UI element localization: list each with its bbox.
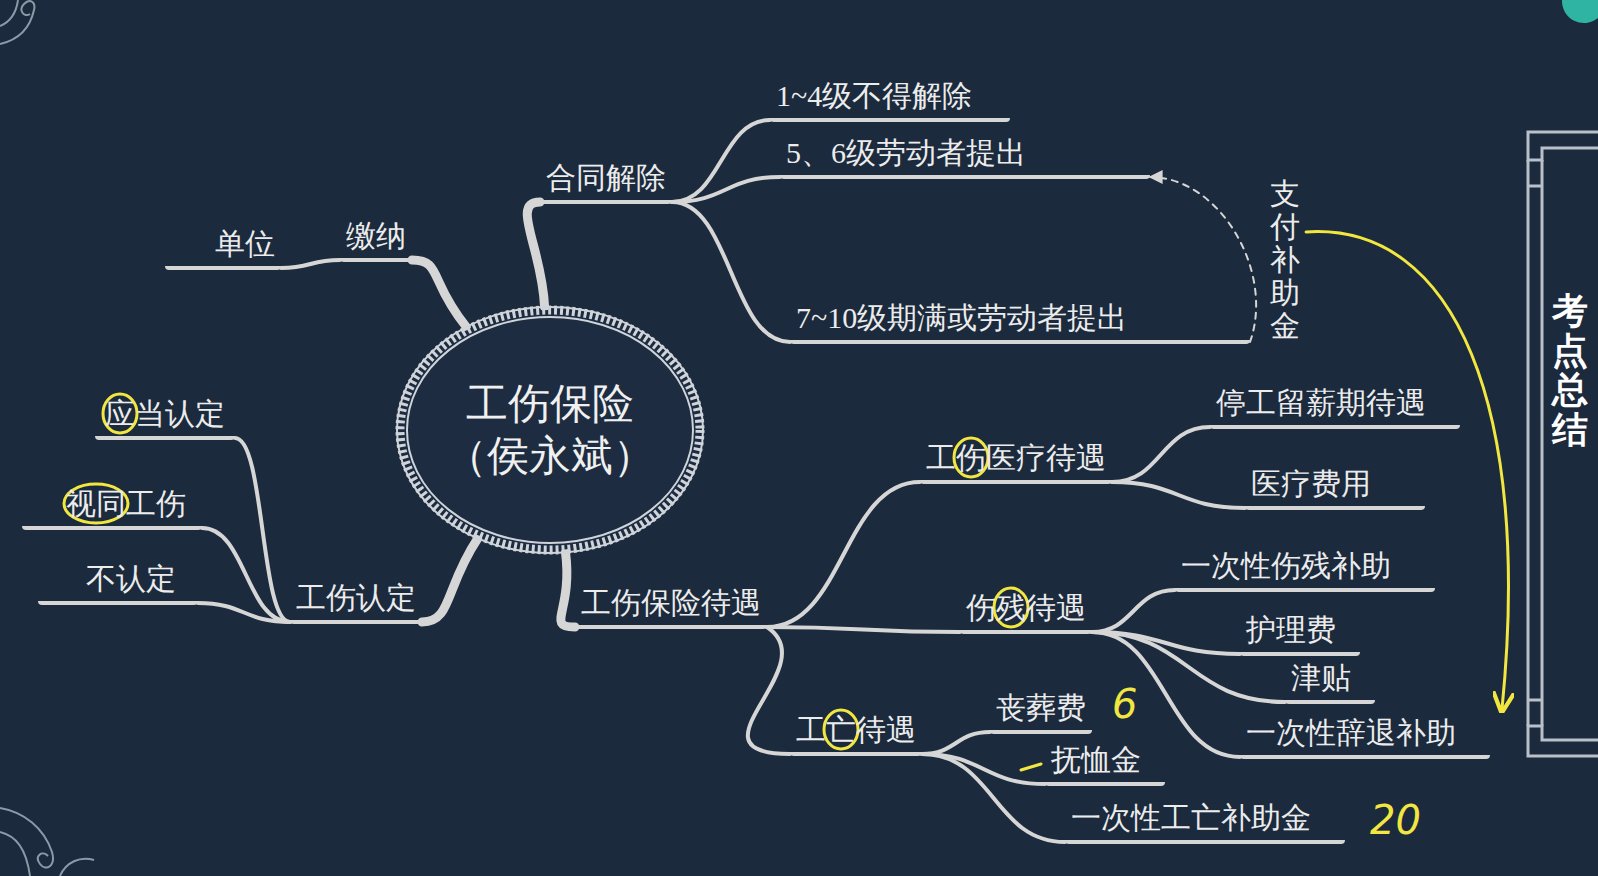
ornament-ring	[400, 310, 700, 550]
topic-text: 应当认定	[105, 396, 225, 432]
branch-line	[672, 202, 790, 342]
branch-line	[561, 552, 575, 627]
branch-topic: 工亡待遇	[790, 712, 922, 756]
branch-topic: 抚恤金	[1045, 742, 1165, 786]
topic-text: 一次性辞退补助	[1246, 715, 1456, 751]
branch-topic: 伤残待遇	[960, 590, 1092, 634]
dashed-arrow	[1150, 177, 1256, 342]
topic-text: 抚恤金	[1051, 742, 1141, 778]
edge-label: 支付补助金	[1270, 177, 1300, 342]
branch-line	[1112, 427, 1210, 482]
branch-topic: 1~4级不得解除	[770, 78, 1010, 122]
corner-ornament	[0, 0, 94, 876]
topic-text: 工伤认定	[296, 580, 416, 616]
topic-text: 伤残待遇	[966, 590, 1086, 626]
side-title: 考点总结	[1552, 292, 1588, 450]
branch-line	[527, 202, 544, 307]
branch-topic: 不认定	[38, 561, 198, 605]
branch-topic: 合同解除	[540, 160, 672, 204]
topic-text: 一次性工亡补助金	[1071, 800, 1311, 836]
branch-line	[198, 603, 290, 622]
branch-topic: 工伤保险待遇	[575, 585, 767, 629]
ornament-curl	[0, 0, 18, 26]
topic-text: 工伤保险	[466, 378, 634, 431]
ellipse-outline	[395, 305, 705, 555]
branch-topic: 医疗费用	[1245, 466, 1425, 510]
frame-bottom	[1528, 726, 1598, 756]
central-topic: 工伤保险（侯永斌）	[395, 305, 705, 555]
branch-line	[748, 627, 790, 754]
ornament-curl	[0, 832, 30, 876]
branch-line	[922, 732, 990, 754]
branch-line	[922, 754, 1065, 842]
corner-badge	[1562, 0, 1598, 23]
branch-line	[767, 627, 960, 632]
branch-line	[235, 438, 290, 622]
branch-topic: 停工留薪期待遇	[1210, 385, 1460, 429]
branch-line	[412, 260, 466, 327]
callout-number: 6	[1112, 684, 1137, 724]
topic-text: 合同解除	[546, 160, 666, 196]
side-frame	[1528, 132, 1598, 756]
branch-topic: 护理费	[1240, 612, 1360, 656]
topic-text: 不认定	[86, 561, 176, 597]
topic-text: 工伤医疗待遇	[926, 440, 1106, 476]
ornament-curl	[60, 859, 94, 876]
branch-topic: 7~10级期满或劳动者提出	[790, 300, 1250, 344]
branch-topic: 视同工伤	[22, 486, 202, 530]
branch-topic: 工伤医疗待遇	[920, 440, 1112, 484]
topic-text: 5、6级劳动者提出	[786, 135, 1026, 171]
branch-line	[422, 538, 478, 622]
frame-top	[1528, 132, 1598, 160]
topic-text: 1~4级不得解除	[776, 78, 972, 114]
branch-topic: 应当认定	[95, 396, 235, 440]
branch-topic: 一次性辞退补助	[1240, 715, 1490, 759]
yellow-dash	[1021, 764, 1041, 770]
topic-text: 一次性伤残补助	[1181, 548, 1391, 584]
branch-topic: 一次性工亡补助金	[1065, 800, 1345, 844]
outer-ring	[397, 307, 703, 553]
topic-text: （侯永斌）	[445, 430, 655, 483]
topic-text: 视同工伤	[66, 486, 186, 522]
branch-line	[672, 177, 780, 202]
topic-text: 缴纳	[346, 218, 406, 254]
topic-text: 7~10级期满或劳动者提出	[796, 300, 1127, 336]
topic-text: 单位	[215, 226, 275, 262]
branch-topic: 单位	[165, 226, 281, 270]
branch-line	[1092, 590, 1175, 632]
topic-text: 护理费	[1246, 612, 1336, 648]
branch-line	[202, 528, 290, 622]
branch-topic: 5、6级劳动者提出	[780, 135, 1150, 179]
frame-side	[1528, 160, 1542, 726]
inner-ring	[407, 317, 693, 543]
topic-text: 丧葬费	[996, 690, 1086, 726]
topic-text: 工伤保险待遇	[581, 585, 761, 621]
branch-topic: 工伤认定	[290, 580, 422, 624]
callout-number: 20	[1370, 800, 1421, 840]
topic-text: 津贴	[1291, 660, 1351, 696]
branch-topic: 丧葬费	[990, 690, 1092, 734]
branch-topic: 一次性伤残补助	[1175, 548, 1435, 592]
branch-line	[767, 482, 920, 627]
branch-line	[1112, 482, 1245, 508]
branch-line	[922, 754, 1045, 784]
branch-line	[281, 260, 340, 268]
topic-text: 医疗费用	[1251, 466, 1371, 502]
frame-rung	[1528, 186, 1542, 700]
branch-topic: 津贴	[1285, 660, 1375, 704]
topic-text: 停工留薪期待遇	[1216, 385, 1426, 421]
topic-text: 工亡待遇	[796, 712, 916, 748]
branch-line	[1092, 632, 1240, 757]
branch-topic: 缴纳	[340, 218, 412, 262]
